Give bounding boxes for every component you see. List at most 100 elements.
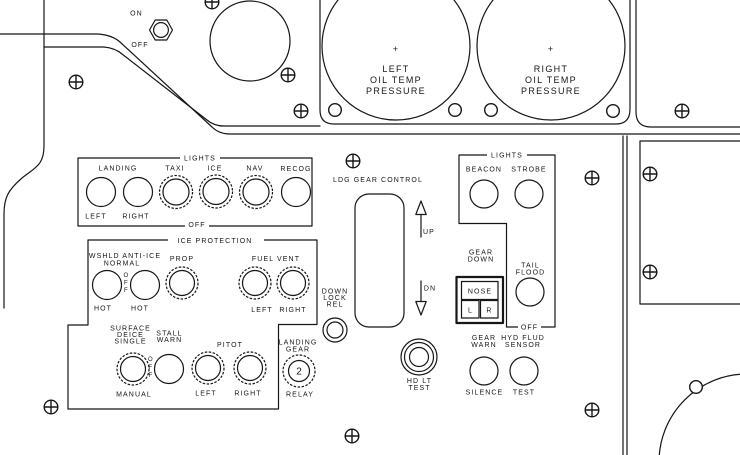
- landing-right-knob[interactable]: [122, 176, 154, 208]
- panel-toggle-switch[interactable]: [148, 19, 174, 41]
- gear-left-light[interactable]: L: [468, 308, 473, 315]
- screw-icon: [642, 264, 658, 280]
- tail-flood-label: TAIL: [521, 263, 540, 270]
- gear-dn-label: DN: [424, 286, 436, 293]
- gear-warn-label: GEAR: [472, 335, 496, 342]
- mount-hole: [328, 102, 342, 118]
- fuel-left-knob[interactable]: [238, 266, 272, 300]
- screw-icon: [344, 428, 360, 444]
- recog-knob[interactable]: [280, 176, 312, 208]
- silence-label: SILENCE: [466, 390, 504, 397]
- screw-icon: [584, 170, 600, 186]
- prop-knob[interactable]: [165, 266, 199, 300]
- taxi-light-label: TAXI: [165, 166, 184, 173]
- top-right-panel-edge: [635, 0, 740, 128]
- svg-text:OIL TEMP: OIL TEMP: [370, 75, 422, 85]
- screw-icon: [345, 153, 361, 169]
- landing-right-label: RIGHT: [122, 214, 149, 221]
- hd-lt-test-label: TEST: [408, 385, 430, 392]
- right-lights-title: LIGHTS: [491, 153, 523, 160]
- pitot-label: PITOT: [217, 342, 243, 349]
- ice-protection-box: [67, 239, 318, 410]
- gear-nose-light[interactable]: NOSE: [468, 289, 492, 296]
- landing-left-label: LEFT: [85, 214, 107, 221]
- screw-icon: [642, 166, 658, 182]
- deice-manual-label: MANUAL: [116, 392, 152, 399]
- gauge-panel-edge: [319, 0, 631, 125]
- mount-hole: [448, 102, 462, 118]
- screw-icon: [584, 402, 600, 418]
- lights-box-title: LIGHTS: [184, 156, 216, 163]
- gear-warn-silence-knob[interactable]: [469, 356, 499, 386]
- vent-right-label: RIGHT: [279, 307, 306, 314]
- nav-knob[interactable]: [238, 174, 274, 210]
- hyd-flud-test-knob[interactable]: [509, 356, 539, 386]
- svg-text:RIGHT: RIGHT: [534, 64, 569, 74]
- svg-text:PRESSURE: PRESSURE: [366, 86, 426, 96]
- gear-up-arrow-icon: [415, 200, 427, 238]
- mount-hole: [689, 380, 703, 394]
- down-lock-rel-knob[interactable]: [322, 317, 348, 343]
- svg-text:OIL TEMP: OIL TEMP: [525, 75, 577, 85]
- wshld-right-knob[interactable]: [129, 269, 161, 301]
- landing-gear-relay-knob[interactable]: 2: [282, 354, 316, 388]
- gear-down-label: GEAR: [469, 250, 493, 257]
- ice-protection-title: ICE PROTECTION: [178, 238, 253, 245]
- oil-temp-right-gauge: + RIGHT OIL TEMP PRESSURE: [476, 0, 626, 121]
- pitot-right-knob[interactable]: [233, 351, 267, 385]
- strobe-label: STROBE: [511, 167, 546, 174]
- relay-number: 2: [296, 367, 302, 378]
- ldg-gear-control-title: LDG GEAR CONTROL: [333, 177, 423, 184]
- surface-deice-label: DEICE: [117, 332, 144, 339]
- strobe-knob[interactable]: [514, 179, 544, 209]
- deice-off-letter: F: [149, 365, 153, 371]
- stall-warn-knob[interactable]: [153, 353, 185, 385]
- screw-icon: [674, 103, 690, 119]
- stall-warn-label: WARN: [157, 337, 183, 344]
- taxi-knob[interactable]: [158, 174, 194, 210]
- landing-left-knob[interactable]: [85, 176, 117, 208]
- assembly-outer-edge: [0, 33, 740, 135]
- pitot-left-knob[interactable]: [191, 351, 225, 385]
- prop-label: PROP: [170, 256, 194, 263]
- wshld-normal-label: NORMAL: [104, 261, 141, 268]
- nav-light-label: NAV: [246, 166, 263, 173]
- gear-right-light[interactable]: R: [486, 308, 492, 315]
- screw-icon: [68, 74, 84, 90]
- tail-flood-label: FLOOD: [516, 270, 546, 277]
- lights-off-label: OFF: [188, 222, 205, 229]
- bottom-right-gauge-cutout: [658, 373, 740, 455]
- beacon-knob[interactable]: [469, 179, 499, 209]
- beacon-label: BEACON: [466, 167, 502, 174]
- vent-right-knob[interactable]: [276, 266, 310, 300]
- down-lock-rel-label: LOCK: [323, 295, 346, 302]
- ice-knob[interactable]: [198, 174, 234, 209]
- pitot-left-label: LEFT: [195, 391, 217, 398]
- gear-down-arrow-icon: [415, 280, 427, 316]
- gear-lever-slot[interactable]: [354, 193, 405, 328]
- right-lights-box: [458, 154, 556, 328]
- hyd-flud-sensor-label: HYD FLUD: [501, 335, 545, 342]
- svg-text:LEFT: LEFT: [382, 64, 409, 74]
- screw-icon: [204, 0, 220, 10]
- tail-flood-knob[interactable]: [515, 277, 545, 307]
- wshld-off-letter: F: [124, 281, 128, 287]
- down-lock-rel-label: DOWN: [322, 289, 349, 296]
- gear-down-indicator: NOSE L R: [455, 275, 505, 325]
- hd-lt-test-button[interactable]: [400, 338, 438, 376]
- gear-up-label: UP: [423, 229, 435, 236]
- wshld-off-letter: O: [124, 273, 129, 279]
- hyd-flud-sensor-label: SENSOR: [505, 342, 541, 349]
- wshld-hot-left-label: HOT: [94, 306, 112, 313]
- ice-light-label: ICE: [208, 166, 223, 173]
- landing-gear-relay-label: GEAR: [286, 347, 310, 354]
- hyd-test-label: TEST: [513, 390, 535, 397]
- wshld-hot-right-label: HOT: [131, 306, 149, 313]
- hd-lt-test-label: HD LT: [407, 378, 432, 385]
- toggle-on-label: ON: [130, 11, 143, 18]
- left-side-panel-edge: [3, 0, 45, 309]
- wshld-left-knob[interactable]: [91, 269, 123, 301]
- mount-hole: [606, 103, 620, 119]
- surface-deice-knob[interactable]: [116, 352, 150, 386]
- surface-deice-label: SINGLE: [114, 339, 146, 346]
